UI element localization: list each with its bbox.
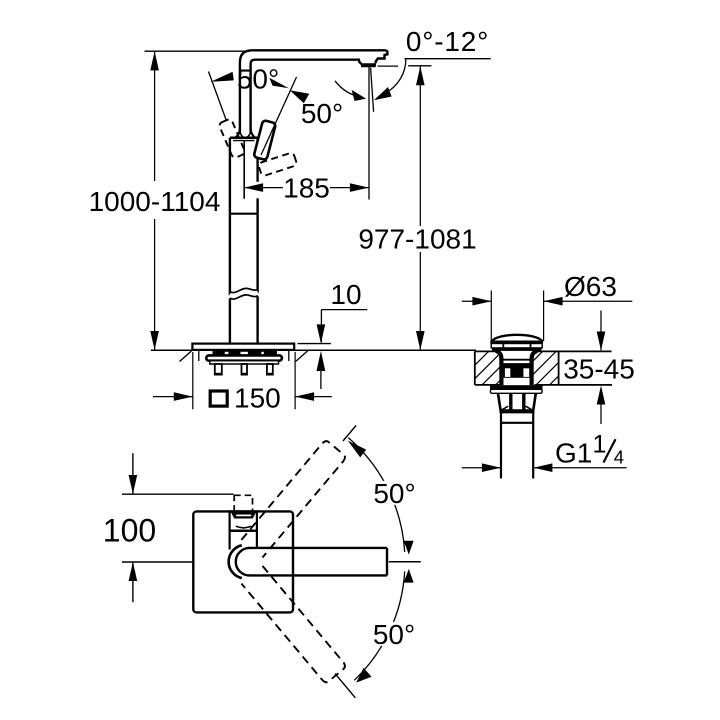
- svg-text:G1: G1: [555, 438, 592, 469]
- svg-text:Ø63: Ø63: [564, 271, 617, 302]
- svg-text:50°: 50°: [373, 619, 415, 650]
- svg-text:1: 1: [593, 431, 607, 459]
- svg-text:50°: 50°: [301, 98, 343, 129]
- svg-text:10: 10: [330, 279, 361, 310]
- svg-text:50°: 50°: [373, 478, 415, 509]
- svg-text:977-1081: 977-1081: [358, 224, 476, 255]
- svg-text:100: 100: [103, 512, 156, 548]
- svg-text:50°: 50°: [237, 63, 279, 94]
- svg-text:150: 150: [234, 383, 281, 414]
- svg-text:0°-12°: 0°-12°: [406, 26, 489, 57]
- svg-text:35-45: 35-45: [563, 353, 635, 384]
- svg-text:4: 4: [614, 447, 624, 468]
- svg-text:1000-1104: 1000-1104: [89, 186, 221, 217]
- svg-text:185: 185: [283, 173, 330, 204]
